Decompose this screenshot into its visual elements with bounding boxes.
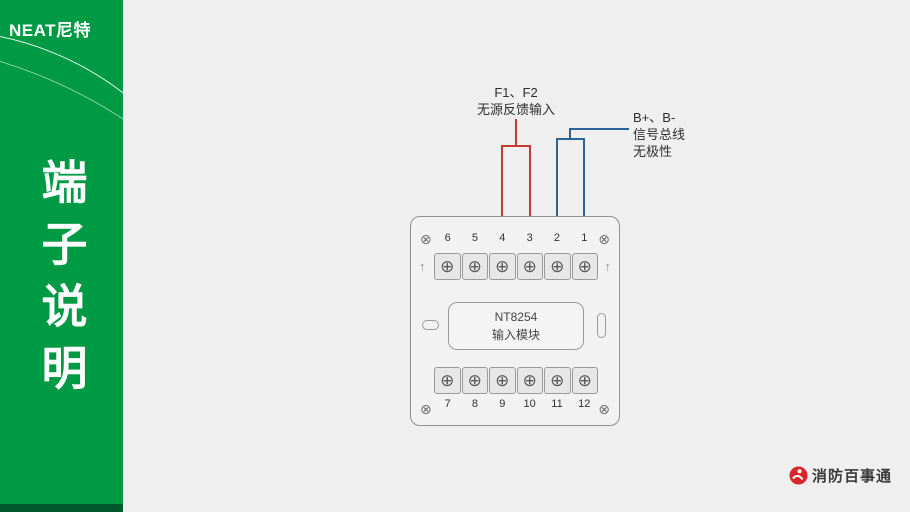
brand-logo: NEAT尼特 <box>9 21 92 40</box>
blue-wire-stem-vertical <box>569 128 571 140</box>
sidebar-title-wrap: 端子说明 <box>0 158 123 406</box>
terminal-number: 10 <box>523 398 536 410</box>
top-terminal-numbers: 6 5 4 3 2 1 <box>434 232 598 244</box>
corner-screw-icon: ⊗ <box>598 401 610 417</box>
arrow-up-icon: ↑ <box>419 259 426 274</box>
footer-brand-text: 消防百事通 <box>812 468 893 485</box>
fire-service-logo-icon <box>789 466 808 485</box>
terminal-screw-icon: ⊕ <box>571 367 598 394</box>
terminal-number: 9 <box>499 398 506 410</box>
top-terminal-strip: ⊕ ⊕ ⊕ ⊕ ⊕ ⊕ <box>434 253 598 280</box>
red-wire-terminal3 <box>529 146 531 217</box>
blue-wire-terminal1 <box>583 139 585 217</box>
terminal-screw-icon: ⊕ <box>434 367 461 394</box>
terminal-number: 5 <box>471 232 479 244</box>
arrow-up-icon: ↑ <box>604 259 612 274</box>
terminal-screw-icon: ⊕ <box>461 253 488 280</box>
terminal-screw-icon: ⊕ <box>461 367 488 394</box>
footer-brand: 消防百事通 <box>789 465 892 486</box>
sidebar-bottom-bar <box>0 504 123 512</box>
module-nt8254: ⊗ ⊗ ⊗ ⊗ ↑ ↑ 6 5 4 3 2 1 ⊕ ⊕ ⊕ ⊕ ⊕ ⊕ NT82… <box>410 216 620 426</box>
module-model: NT8254 <box>494 310 538 324</box>
red-wire-terminal4 <box>501 146 503 217</box>
signal-bus-label-line3: 无极性 <box>633 144 673 159</box>
terminal-number: 11 <box>551 398 563 410</box>
terminal-number: 12 <box>578 398 591 410</box>
terminal-number: 2 <box>553 232 561 244</box>
signal-bus-label-line1: B+、B- <box>633 110 676 125</box>
terminal-number: 8 <box>471 398 479 410</box>
corner-screw-icon: ⊗ <box>420 231 432 247</box>
terminal-screw-icon: ⊕ <box>489 367 516 394</box>
module-side-slot-left <box>422 320 439 330</box>
terminal-screw-icon: ⊕ <box>516 253 543 280</box>
corner-screw-icon: ⊗ <box>420 401 432 417</box>
feedback-input-label: F1、F2 无源反馈输入 <box>436 84 596 118</box>
sidebar: NEAT尼特 端子说明 <box>0 0 123 512</box>
signal-bus-label: B+、B- 信号总线 无极性 <box>633 109 685 160</box>
bottom-terminal-numbers: 7 8 9 10 11 12 <box>434 398 598 410</box>
feedback-input-label-line2: 无源反馈输入 <box>476 102 555 117</box>
page-title: 端子说明 <box>35 158 88 406</box>
red-wire-connector <box>501 145 531 147</box>
terminal-screw-icon: ⊕ <box>516 367 543 394</box>
red-wire-stem <box>515 119 517 146</box>
corner-screw-icon: ⊗ <box>598 231 610 247</box>
signal-bus-label-line2: 信号总线 <box>633 127 686 142</box>
terminal-screw-icon: ⊕ <box>489 253 516 280</box>
terminal-number: 6 <box>444 232 451 244</box>
blue-wire-stem-horizontal <box>569 128 629 130</box>
blue-wire-terminal2 <box>556 139 558 217</box>
module-type: 输入模块 <box>491 328 540 342</box>
terminal-screw-icon: ⊕ <box>544 367 571 394</box>
module-nameplate: NT8254 输入模块 <box>448 302 584 350</box>
terminal-screw-icon: ⊕ <box>571 253 598 280</box>
feedback-input-label-line1: F1、F2 <box>494 85 538 100</box>
terminal-number: 1 <box>581 232 588 244</box>
terminal-number: 7 <box>444 398 451 410</box>
terminal-screw-icon: ⊕ <box>544 253 571 280</box>
terminal-number: 3 <box>526 232 533 244</box>
terminal-number: 4 <box>499 232 506 244</box>
terminal-screw-icon: ⊕ <box>434 253 461 280</box>
module-side-slot-right <box>597 313 606 338</box>
bottom-terminal-strip: ⊕ ⊕ ⊕ ⊕ ⊕ ⊕ <box>434 367 598 394</box>
